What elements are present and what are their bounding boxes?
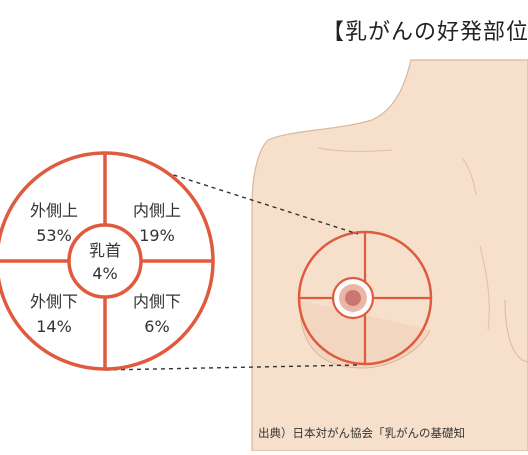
midline-crease [479, 245, 490, 331]
right-breast-shape [504, 299, 528, 363]
clavicle-line [317, 147, 393, 152]
small-breast-circle [297, 230, 433, 366]
sternum-line [461, 157, 477, 196]
quadrant-upper-outer-label: 外側上 [30, 201, 78, 220]
quadrant-upper-inner-label: 内側上 [133, 201, 181, 220]
quadrant-lower-inner-value: 6% [144, 317, 169, 336]
source-citation: 出典）日本対がん協会「乳がんの基礎知 [258, 426, 465, 440]
center-nipple-label: 乳首 [89, 241, 121, 260]
quadrant-lower-outer-label: 外側下 [30, 292, 78, 311]
quadrant-upper-inner-value: 19% [139, 226, 175, 245]
torso-silhouette [251, 59, 528, 452]
quadrant-lower-inner-label: 内側下 [133, 292, 181, 311]
center-nipple-value: 4% [92, 264, 117, 283]
leader-line-bottom [104, 364, 359, 371]
quadrant-upper-outer-value: 53% [36, 226, 72, 245]
figure-title: 【乳がんの好発部位 [322, 20, 528, 45]
quadrant-lower-outer-value: 14% [36, 317, 72, 336]
large-breast-circle [0, 151, 215, 371]
